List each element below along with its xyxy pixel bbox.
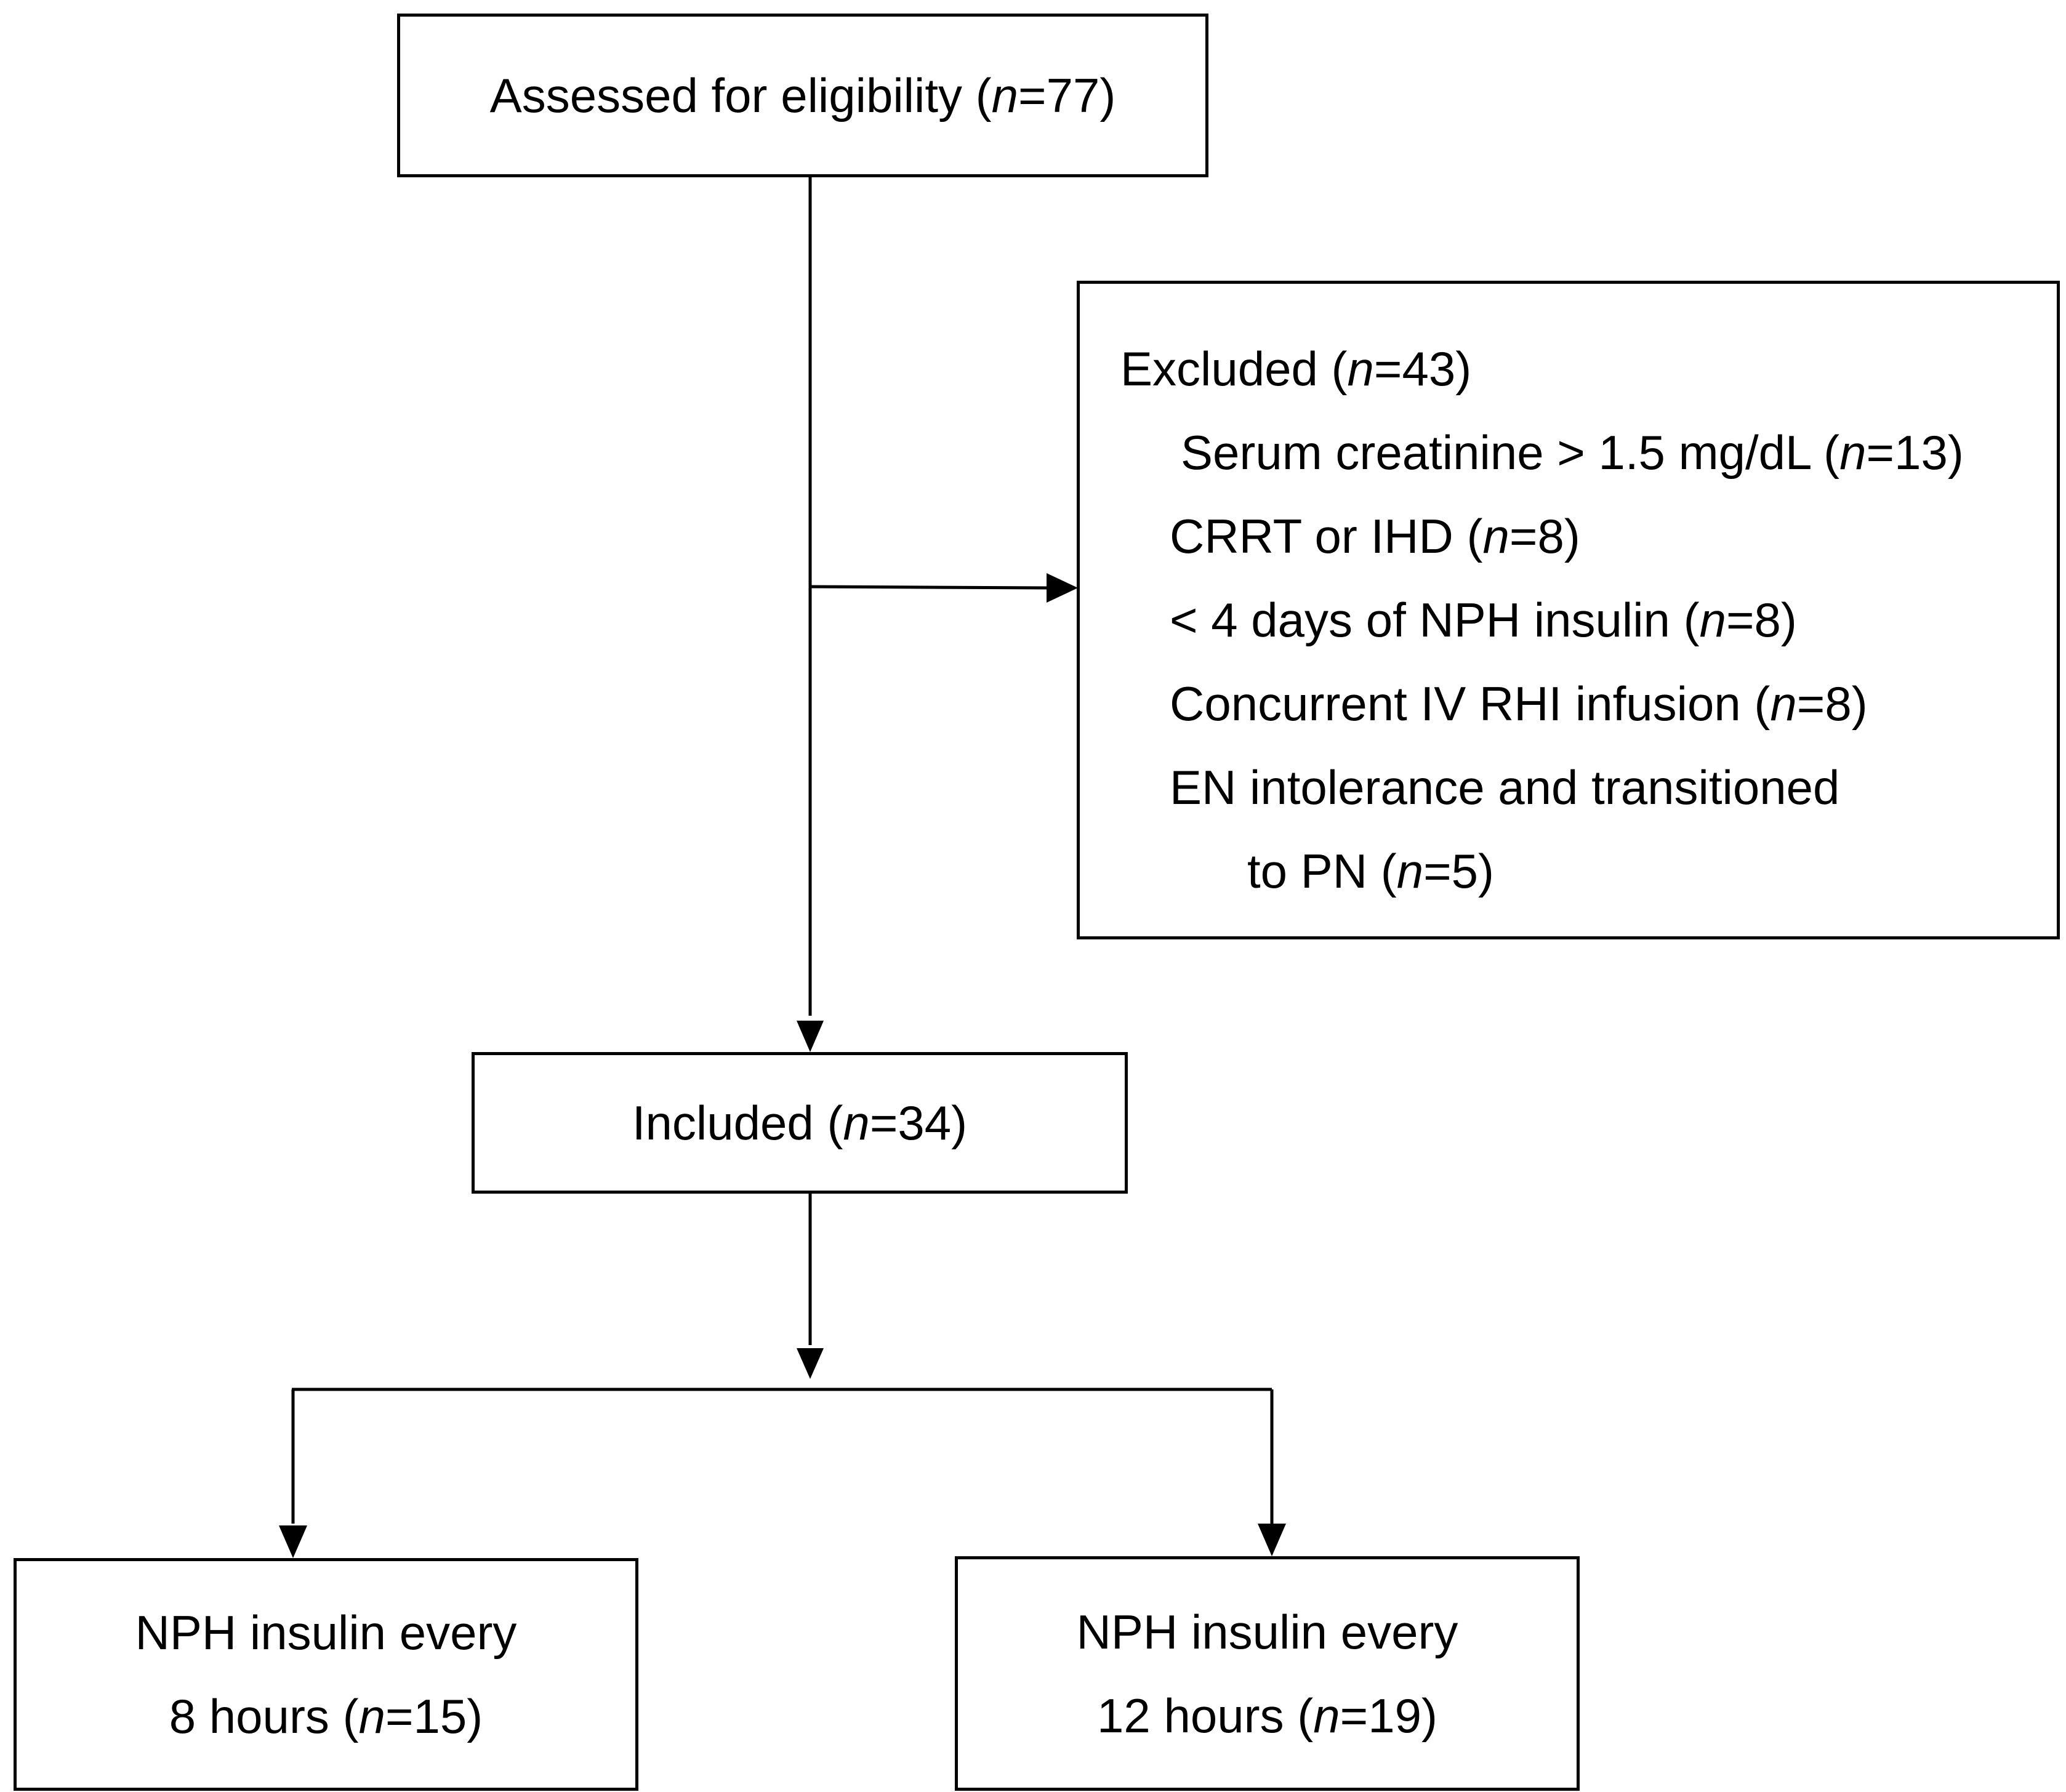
included-text: Included (n=34) xyxy=(632,1096,968,1150)
arrowhead-to-excluded xyxy=(1047,573,1078,603)
group-12-hours-line1: NPH insulin every xyxy=(1076,1604,1458,1659)
exclusion-reason-en-intolerance: EN intolerance and transitioned xyxy=(1170,760,1840,814)
excluded-heading: Excluded (n=43) xyxy=(1120,342,1472,396)
excluded-box: Excluded (n=43) Serum creatinine > 1.5 m… xyxy=(1077,281,2060,939)
exclusion-branch-line xyxy=(810,585,1047,590)
exclusion-reason-nph-days: < 4 days of NPH insulin (n=8) xyxy=(1170,593,1797,647)
exclusion-reason-crrt-ihd: CRRT or IHD (n=8) xyxy=(1170,509,1580,563)
group-12-hours-line2: 12 hours (n=19) xyxy=(1097,1688,1437,1743)
exclusion-reason-creatinine: Serum creatinine > 1.5 mg/dL (n=13) xyxy=(1181,425,1964,480)
arrowhead-to-split xyxy=(797,1348,824,1379)
exclusion-reason-iv-rhi: Concurrent IV RHI infusion (n=8) xyxy=(1170,677,1868,731)
group-8-hours-line1: NPH insulin every xyxy=(135,1605,517,1660)
included-box: Included (n=34) xyxy=(472,1052,1128,1194)
arrowhead-to-12h xyxy=(1258,1524,1286,1556)
group-8-hours-line2: 8 hours (n=15) xyxy=(169,1689,483,1743)
exclusion-reason-pn: to PN (n=5) xyxy=(1247,844,1495,898)
arrowhead-to-8h xyxy=(279,1525,307,1558)
assessed-box: Assessed for eligibility (n=77) xyxy=(397,14,1208,177)
assessed-text: Assessed for eligibility (n=77) xyxy=(489,68,1116,123)
group-12-hours-box: NPH insulin every 12 hours (n=19) xyxy=(955,1556,1580,1791)
arrowhead-to-included xyxy=(797,1021,824,1052)
group-8-hours-box: NPH insulin every 8 hours (n=15) xyxy=(14,1558,638,1791)
